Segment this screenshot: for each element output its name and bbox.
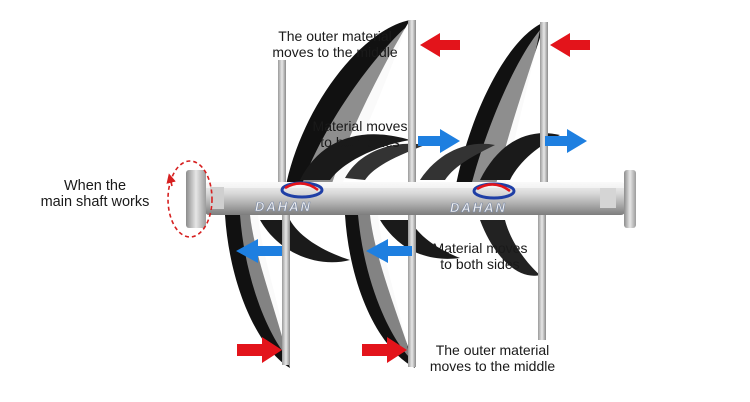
label-line: The outer material <box>278 28 392 44</box>
label-lower-both-sides: Material moves to both sides <box>405 240 555 272</box>
label-line: main shaft works <box>40 194 150 210</box>
label-bottom-outer-material: The outer material moves to the middle <box>410 342 575 374</box>
arrow-left-icon <box>236 239 282 263</box>
arrow-right-icon <box>420 33 460 57</box>
label-line: to both sides <box>320 134 400 150</box>
logo-brand-text-right: DAHAN <box>450 200 507 215</box>
dahan-logo-left: DAHAN <box>255 181 324 214</box>
arrow-right-icon <box>418 129 460 153</box>
left-flange <box>186 170 206 228</box>
rotation-indicator-icon <box>166 160 213 238</box>
arrow-right-icon <box>545 129 587 153</box>
label-top-outer-material: The outer material moves to the middle <box>255 28 415 60</box>
label-main-shaft: When the main shaft works <box>30 178 160 210</box>
support-spokes <box>278 20 548 367</box>
label-line: moves to the middle <box>429 358 556 374</box>
label-line: Material moves <box>432 240 528 256</box>
main-shaft <box>186 170 636 228</box>
label-line: The outer material <box>435 342 550 358</box>
label-line: When the <box>63 178 127 194</box>
label-line: Material moves <box>312 118 408 134</box>
arrow-right-icon <box>362 337 407 363</box>
right-flange <box>624 170 636 228</box>
label-line: moves to the middle <box>272 44 398 60</box>
arrow-right-icon <box>237 337 282 363</box>
arrow-right-icon <box>550 33 590 57</box>
arrow-left-icon <box>366 239 412 263</box>
label-upper-both-sides: Material moves to both sides <box>290 118 430 150</box>
dahan-logo-right: DAHAN <box>450 182 516 215</box>
logo-brand-text-left: DAHAN <box>255 199 312 214</box>
label-line: to both sides <box>440 256 520 272</box>
